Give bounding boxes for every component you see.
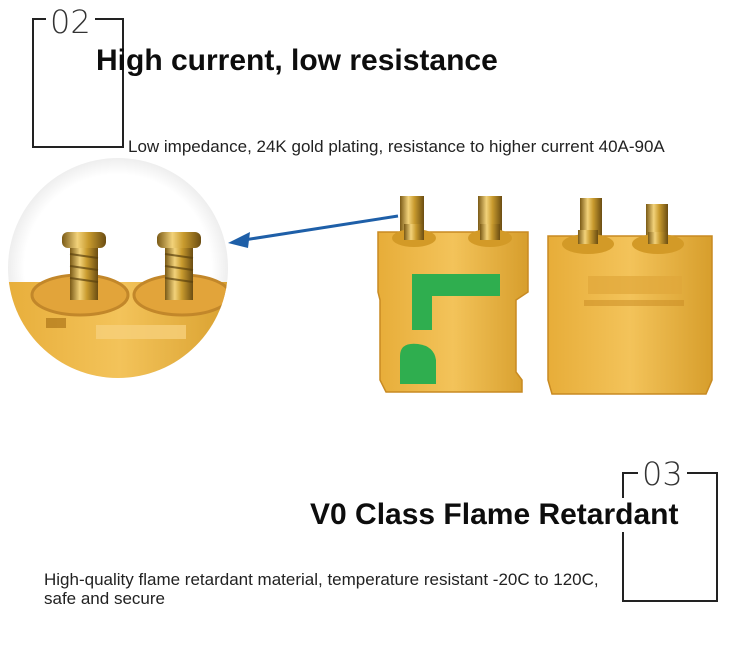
zoom-detail (8, 158, 228, 378)
section-02-description: Low impedance, 24K gold plating, resista… (128, 137, 665, 156)
connector-plain (547, 198, 713, 395)
section-02-title: High current, low resistance (96, 44, 498, 77)
connector-with-label (377, 196, 529, 393)
section-03-description: High-quality flame retardant material, t… (44, 570, 599, 608)
pointer-arrow (228, 214, 399, 248)
section-03-title: V0 Class Flame Retardant (308, 498, 681, 532)
section-03-number: 03 (638, 458, 687, 490)
section-02-number: 02 (46, 6, 95, 38)
